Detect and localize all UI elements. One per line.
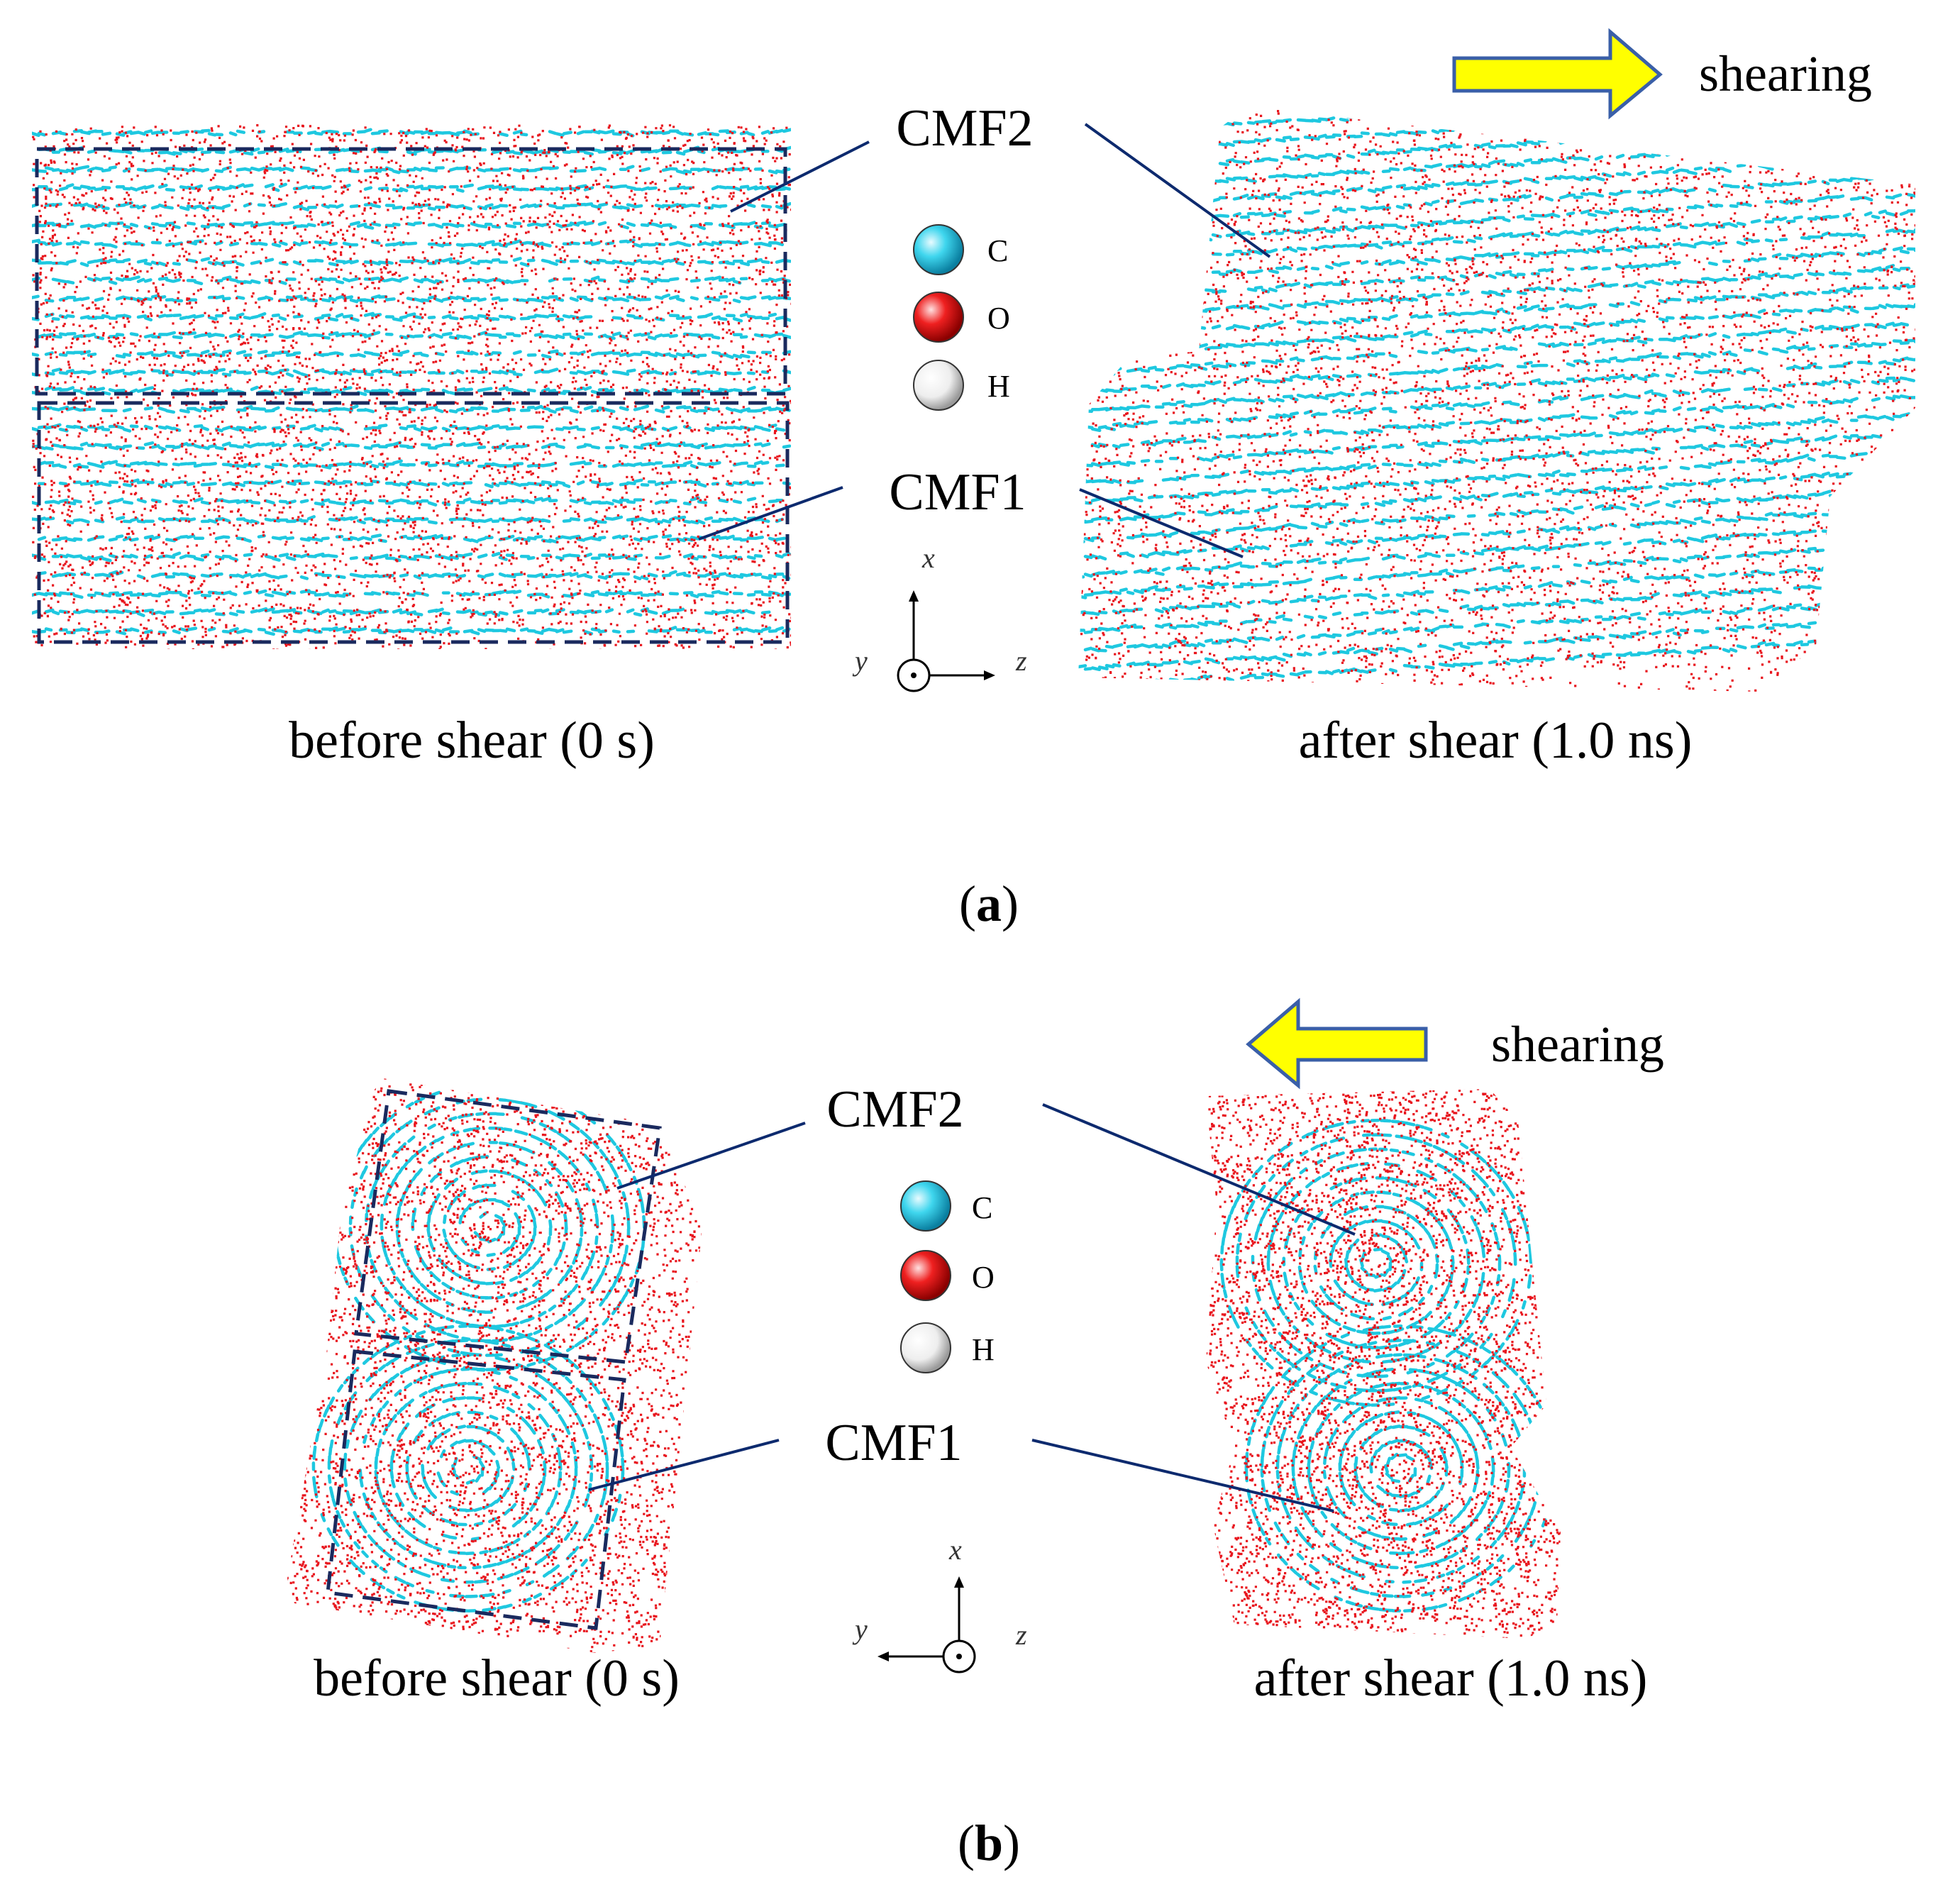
oxygen-dots	[1078, 106, 1915, 692]
shearing-arrow-b: shearing	[1246, 997, 1664, 1090]
coordinate-axes-b: x y z	[852, 1534, 1027, 1674]
molecular-fill-before-a	[32, 124, 791, 649]
panel-label-letter-a: a	[976, 875, 1002, 932]
legend-label-h-a: H	[987, 369, 1010, 404]
x-axis-arrowhead-icon	[954, 1576, 964, 1588]
hydrogen-atom-icon	[913, 360, 964, 411]
cmf2-dashed-box-before-b	[354, 1089, 662, 1364]
coordinate-axes-a: x y z	[852, 542, 1027, 692]
svg-text:(a): (a)	[959, 875, 1019, 932]
oxygen-atom-icon	[900, 1250, 951, 1301]
cmf2-dashed-box-before-a	[35, 147, 787, 396]
cmf1-leader-left-b	[588, 1439, 780, 1491]
before-caption-a: before shear (0 s)	[289, 712, 655, 770]
panel-label-a: (a)	[959, 875, 1019, 932]
panel-b: CMF2 CMF1 C O H x y z shearing	[287, 997, 1664, 1871]
panel-label-paren-close: )	[1002, 875, 1019, 932]
axis-label-y-b: y	[852, 1613, 868, 1645]
panel-label-b: (b)	[958, 1815, 1020, 1871]
cmf2-leader-left-b	[616, 1122, 806, 1190]
carbon-strands	[1078, 106, 1915, 690]
x-axis-arrowhead-icon	[909, 590, 919, 602]
left-arrow-icon	[1246, 997, 1428, 1090]
legend-label-h-b: H	[972, 1332, 995, 1367]
after-caption-a: after shear (1.0 ns)	[1299, 712, 1693, 770]
shearing-arrow-a: shearing	[1452, 28, 1872, 120]
oxygen-dots	[287, 1078, 702, 1653]
cmf1-leader-right-b	[1031, 1439, 1334, 1512]
legend-label-c-a: C	[987, 233, 1008, 268]
shearing-label-b: shearing	[1491, 1016, 1664, 1073]
before-caption-b: before shear (0 s)	[314, 1649, 680, 1708]
axis-label-x-b: x	[948, 1534, 962, 1566]
cmf1-leader-right-a	[1079, 488, 1244, 558]
cmf1-label-a: CMF1	[889, 463, 1026, 521]
molecular-fill-after-a	[1078, 106, 1915, 692]
cellulose-structure-after-a	[1078, 106, 1915, 692]
z-axis-dot-icon	[956, 1654, 962, 1659]
shearing-label-a: shearing	[1699, 45, 1872, 102]
cmf2-label-a: CMF2	[896, 99, 1033, 157]
y-axis-dot-icon	[911, 673, 917, 678]
panel-label-paren-close: )	[1003, 1815, 1020, 1871]
after-caption-b: after shear (1.0 ns)	[1254, 1649, 1648, 1708]
legend-label-o-a: O	[987, 301, 1010, 336]
oxygen-dots	[1206, 1089, 1561, 1639]
z-axis-arrowhead-icon	[984, 670, 995, 680]
axis-label-y-a: y	[852, 645, 868, 677]
right-arrow-icon	[1452, 28, 1663, 120]
panel-label-paren-open: (	[959, 875, 976, 932]
axis-label-z-a: z	[1015, 645, 1027, 677]
legend-label-c-b: C	[972, 1190, 992, 1225]
cmf1-dashed-box-before-b	[326, 1349, 626, 1630]
cmf2-label-b: CMF2	[826, 1080, 963, 1139]
atom-legend-b: C O H	[900, 1180, 995, 1373]
cmf1-label-b: CMF1	[825, 1414, 962, 1472]
hydrogen-atom-icon	[900, 1322, 951, 1373]
cmf1-leader-left-a	[698, 486, 843, 541]
molecular-fill-after-b	[1206, 1089, 1561, 1639]
cmf2-leader-right-a	[1084, 123, 1271, 258]
axis-label-x-a: x	[921, 542, 935, 574]
carbon-strands	[1219, 1118, 1558, 1612]
oxygen-atom-icon	[913, 292, 964, 343]
cellulose-structure-before-b	[287, 1078, 702, 1653]
carbon-strands	[32, 128, 791, 636]
cmf1-dashed-box-before-a	[37, 401, 790, 644]
carbon-atom-icon	[900, 1180, 951, 1232]
atom-legend-a: C O H	[913, 224, 1010, 411]
y-axis-arrowhead-icon	[877, 1652, 889, 1661]
axis-label-z-b: z	[1015, 1619, 1027, 1651]
panel-a: CMF2 CMF1 C O H x y z shearing	[32, 28, 1915, 932]
cmf2-leader-left-a	[730, 140, 870, 213]
panel-label-paren-open: (	[958, 1815, 975, 1871]
cellulose-structure-after-b	[1206, 1089, 1561, 1639]
svg-text:(b): (b)	[958, 1815, 1020, 1871]
cellulose-structure-before-a	[32, 124, 791, 649]
legend-label-o-b: O	[972, 1260, 995, 1295]
carbon-atom-icon	[913, 224, 964, 275]
cmf2-leader-right-b	[1042, 1103, 1356, 1236]
panel-label-letter-b: b	[975, 1815, 1003, 1871]
